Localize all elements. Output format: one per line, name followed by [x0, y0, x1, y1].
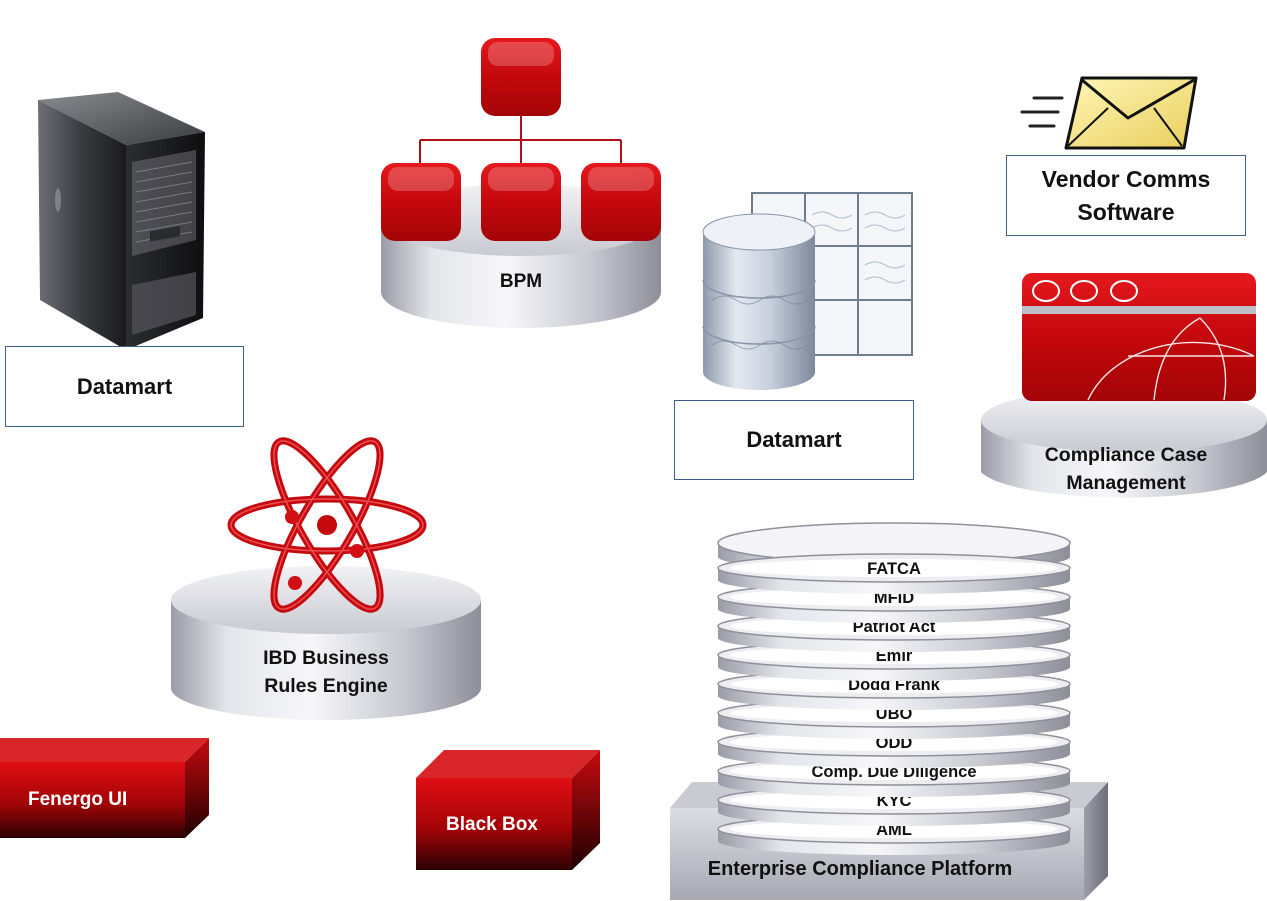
stack-disk-highlight	[730, 704, 1058, 722]
datamart-left-label: Datamart	[76, 373, 173, 399]
stack-disk-highlight	[730, 559, 1058, 577]
datamart-center-box: Datamart	[674, 400, 914, 480]
stack-disk-highlight	[730, 791, 1058, 809]
rules-engine-disk-icon	[171, 566, 481, 720]
stack-disk-highlight	[730, 675, 1058, 693]
black-box-label: Black Box	[446, 814, 538, 835]
compliance-case-label-line1: Compliance Case	[1044, 444, 1208, 466]
vendor-comms-box: Vendor Comms Software	[1006, 155, 1246, 236]
rules-engine-label-line1: IBD Business	[263, 647, 389, 669]
compliance-case-label: Compliance Case Management	[1016, 441, 1236, 498]
vendor-comms-label-line2: Software	[1077, 198, 1175, 225]
compliance-case-label-line2: Management	[1066, 472, 1186, 495]
fenergo-ui-label: Fenergo UI	[28, 789, 128, 810]
black-box-block-icon	[416, 750, 600, 870]
stack-disk-highlight	[730, 820, 1058, 838]
datamart-left-box: Datamart	[5, 346, 244, 427]
stack-disk-highlight	[730, 762, 1058, 780]
server-tower-icon	[38, 92, 205, 350]
database-table-icon	[702, 192, 913, 390]
atom-icon	[227, 437, 427, 613]
envelope-icon	[1020, 76, 1198, 150]
datamart-center-label: Datamart	[746, 427, 842, 452]
stack-layer-label: FATCA	[867, 560, 921, 578]
fenergo-ui-block-icon	[0, 738, 209, 838]
rules-engine-label: IBD Business Rules Engine	[226, 644, 426, 701]
bpm-label: BPM	[499, 271, 543, 292]
stack-disk-highlight	[730, 733, 1058, 751]
stack-disk-highlight	[730, 588, 1058, 606]
enterprise-platform-label: Enterprise Compliance Platform	[707, 858, 1013, 880]
stack-disk-highlight	[730, 646, 1058, 664]
browser-window-icon	[981, 273, 1267, 498]
bpm-org-chart-icon	[381, 38, 661, 328]
vendor-comms-label-line1: Vendor Comms	[1041, 166, 1211, 193]
rules-engine-label-line2: Rules Engine	[264, 675, 388, 698]
stack-disk-highlight	[730, 617, 1058, 635]
